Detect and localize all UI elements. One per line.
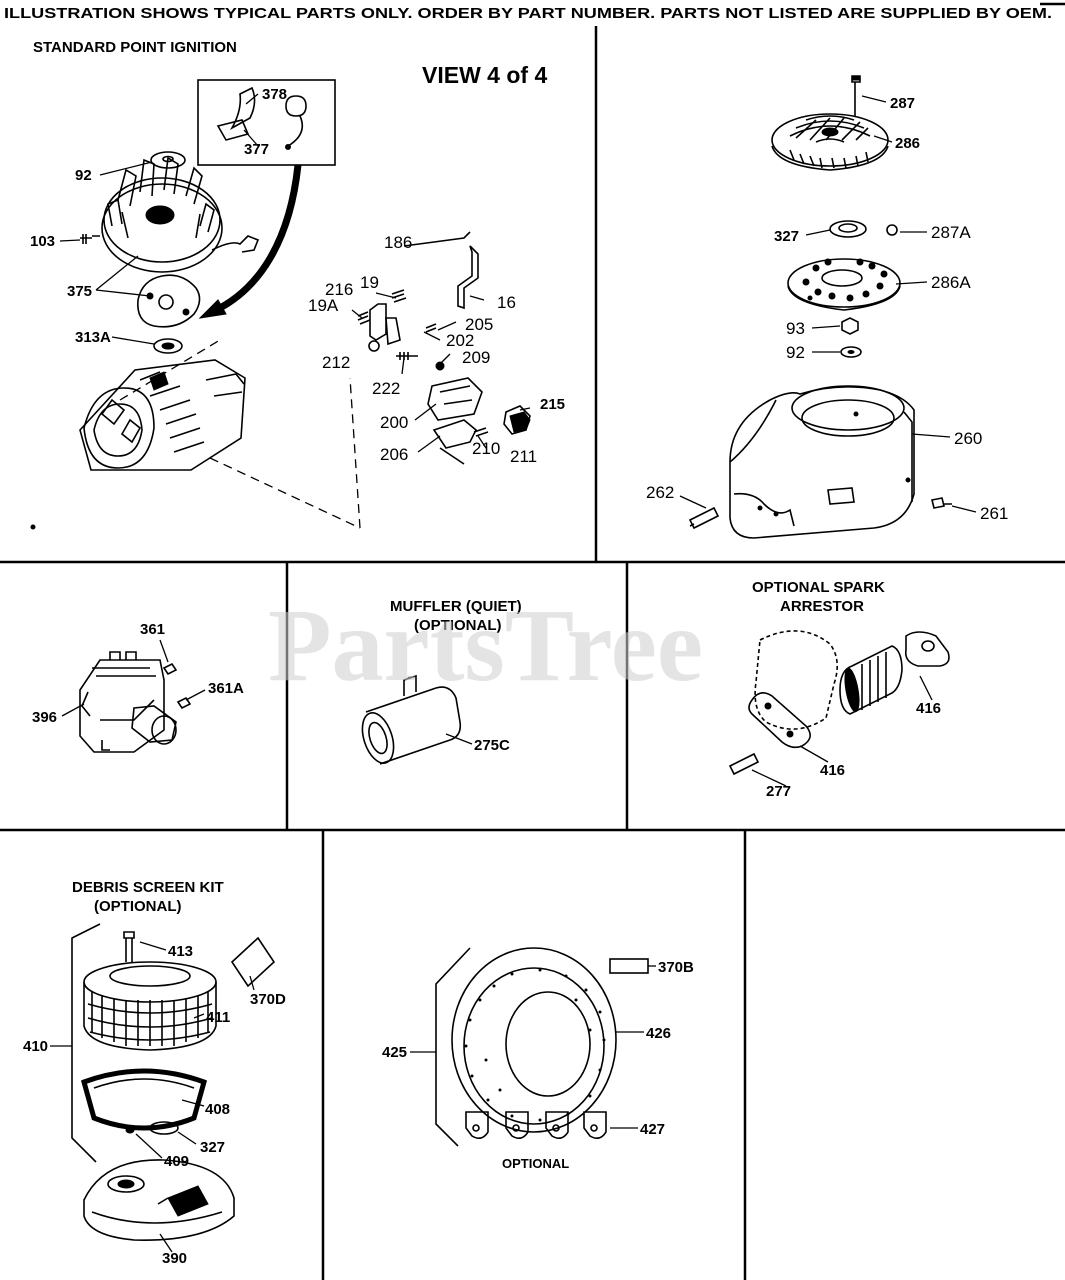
- part-label-19: 19: [360, 273, 379, 292]
- section-title-spark: OPTIONAL SPARK: [752, 579, 885, 596]
- part-label-261: 261: [980, 504, 1008, 523]
- muffler-drawing: [361, 674, 473, 765]
- part-label-211: 211: [510, 447, 537, 466]
- part-label-277: 277: [766, 783, 791, 800]
- part-label-426: 426: [646, 1025, 671, 1042]
- debris-screen-drawing: [50, 923, 276, 1253]
- ignition-leaders: [59, 93, 259, 345]
- part-label-209: 209: [462, 348, 490, 367]
- part-label-396: 396: [32, 709, 57, 726]
- section-title-muffler: MUFFLER (QUIET): [390, 598, 522, 615]
- section-title-debris: DEBRIS SCREEN KIT: [72, 879, 224, 896]
- part-label-202: 202: [446, 331, 474, 350]
- part-label-416a: 416: [916, 700, 941, 717]
- blower-housing-assembly: [679, 75, 977, 539]
- part-label-16: 16: [497, 293, 516, 312]
- part-label-262: 262: [646, 483, 674, 502]
- part-label-286A: 286A: [931, 273, 971, 292]
- view-label: VIEW 4 of 4: [422, 62, 547, 88]
- part-label-216: 216: [325, 280, 353, 299]
- part-label-361: 361: [140, 621, 165, 638]
- part-label-212: 212: [322, 353, 350, 372]
- part-label-425: 425: [382, 1044, 407, 1061]
- part-label-408: 408: [205, 1101, 230, 1118]
- part-label-390: 390: [162, 1250, 187, 1267]
- part-label-92b: 92: [786, 343, 805, 362]
- air-filter-drawing: [410, 947, 656, 1147]
- part-label-186: 186: [384, 233, 412, 252]
- part-label-378: 378: [262, 86, 287, 103]
- part-label-222: 222: [372, 379, 400, 398]
- part-label-275C: 275C: [474, 737, 510, 754]
- section-title-ignition: STANDARD POINT IGNITION: [33, 39, 237, 56]
- part-label-287A: 287A: [931, 223, 971, 242]
- section-subtitle-muffler: (OPTIONAL): [414, 617, 502, 634]
- disclaimer-banner: ILLUSTRATION SHOWS TYPICAL PARTS ONLY. O…: [4, 5, 1052, 22]
- part-label-103: 103: [30, 233, 55, 250]
- part-label-416b: 416: [820, 762, 845, 779]
- section-subtitle-debris: (OPTIONAL): [94, 898, 182, 915]
- ignition-assembly: [79, 79, 361, 529]
- stray-dot: [30, 524, 36, 530]
- part-label-377: 377: [244, 141, 269, 158]
- part-label-215: 215: [540, 396, 565, 413]
- part-label-413: 413: [168, 943, 193, 960]
- spark-arrestor-drawing: [728, 630, 950, 787]
- part-396-assembly: [61, 639, 206, 753]
- part-label-375: 375: [67, 283, 92, 300]
- part-label-206: 206: [380, 445, 408, 464]
- part-label-409: 409: [164, 1153, 189, 1170]
- part-label-93: 93: [786, 319, 805, 338]
- governor-linkage: [351, 231, 531, 465]
- part-label-411: 411: [206, 1009, 230, 1026]
- part-label-361A: 361A: [208, 680, 244, 697]
- part-label-260: 260: [954, 429, 982, 448]
- section-label-optional: OPTIONAL: [502, 1156, 569, 1171]
- part-label-287: 287: [890, 95, 915, 112]
- part-label-210: 210: [472, 439, 500, 458]
- part-label-19A: 19A: [308, 296, 339, 315]
- part-label-327: 327: [774, 228, 799, 245]
- part-label-410: 410: [23, 1038, 48, 1055]
- part-label-327b: 327: [200, 1139, 225, 1156]
- part-label-92: 92: [75, 167, 92, 184]
- watermark: PartsTree: [268, 588, 703, 703]
- part-label-200: 200: [380, 413, 408, 432]
- part-label-370B: 370B: [658, 959, 694, 976]
- part-label-286: 286: [895, 135, 920, 152]
- section-subtitle-spark: ARRESTOR: [780, 598, 864, 615]
- part-label-427: 427: [640, 1121, 665, 1138]
- part-label-205: 205: [465, 315, 493, 334]
- part-label-370D: 370D: [250, 991, 286, 1008]
- part-label-313A: 313A: [75, 329, 111, 346]
